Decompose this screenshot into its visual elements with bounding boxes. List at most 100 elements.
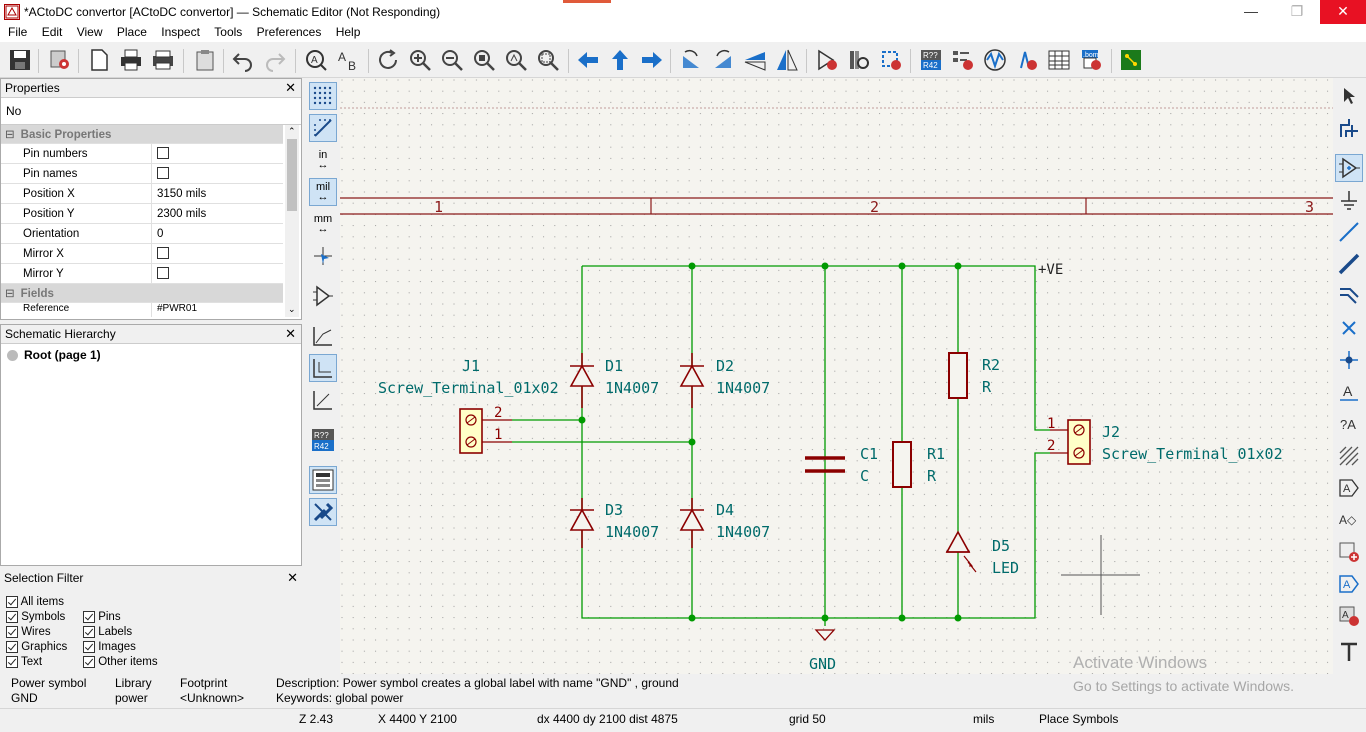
menu-preferences[interactable]: Preferences <box>256 25 322 39</box>
connector-j1[interactable] <box>459 408 512 454</box>
schematic-setup-icon[interactable] <box>46 46 74 74</box>
find-icon[interactable]: A <box>302 46 330 74</box>
erc-icon[interactable] <box>949 46 977 74</box>
footprint-editor-icon[interactable] <box>877 46 905 74</box>
zoom-objects-icon[interactable] <box>502 46 530 74</box>
group-basic-properties[interactable]: ⊟Basic Properties <box>1 125 283 144</box>
add-sheet-pin-icon[interactable]: A◇ <box>1335 506 1363 534</box>
mirror-vertical-icon[interactable] <box>741 46 769 74</box>
units-mils-icon[interactable]: mil↔ <box>309 178 337 206</box>
zoom-out-icon[interactable] <box>438 46 466 74</box>
filter-pins[interactable]: Pins <box>83 611 121 623</box>
menu-inspect[interactable]: Inspect <box>161 25 200 39</box>
capacitor-c1[interactable] <box>805 456 845 473</box>
fields-editor-icon[interactable] <box>1045 46 1073 74</box>
symbol-editor-icon[interactable] <box>813 46 841 74</box>
orientation-field[interactable]: 0 <box>151 223 283 244</box>
navigate-back-icon[interactable] <box>574 46 602 74</box>
diodes[interactable] <box>569 353 977 573</box>
gnd-symbol[interactable] <box>814 629 836 641</box>
position-x-field[interactable]: 3150 mils <box>151 183 283 204</box>
menu-tools[interactable]: Tools <box>214 25 243 39</box>
line-mode-45-icon[interactable] <box>309 386 337 414</box>
no-connect-icon[interactable] <box>1335 314 1363 342</box>
simulator-icon[interactable] <box>981 46 1009 74</box>
pin-names-checkbox[interactable] <box>157 167 169 180</box>
close-button[interactable]: ✕ <box>1320 0 1366 24</box>
navigate-up-icon[interactable] <box>606 46 634 74</box>
save-icon[interactable] <box>6 46 34 74</box>
add-hier-label-icon[interactable]: A <box>1335 474 1363 502</box>
filter-graphics[interactable]: Graphics <box>6 641 67 653</box>
mirror-x-checkbox[interactable] <box>157 247 169 260</box>
properties-panel-icon[interactable] <box>309 498 337 526</box>
add-bus-icon[interactable] <box>1335 250 1363 278</box>
close-icon[interactable]: ✕ <box>287 570 298 585</box>
annotate-icon[interactable]: R??R42 <box>917 46 945 74</box>
refresh-icon[interactable] <box>374 46 402 74</box>
rotate-ccw-icon[interactable] <box>677 46 705 74</box>
resistor-r2[interactable] <box>948 352 968 399</box>
add-junction-icon[interactable] <box>1335 346 1363 374</box>
navigate-forward-icon[interactable] <box>638 46 666 74</box>
grid-toggle-icon[interactable] <box>309 82 337 110</box>
cursor-crosshair-icon[interactable] <box>309 242 337 270</box>
paste-icon[interactable] <box>191 46 219 74</box>
filter-labels[interactable]: Labels <box>83 626 132 638</box>
plot-icon[interactable] <box>149 46 177 74</box>
add-text-icon[interactable] <box>1335 638 1363 666</box>
add-bus-entry-icon[interactable] <box>1335 282 1363 310</box>
connector-j2[interactable] <box>1050 419 1091 465</box>
units-inches-icon[interactable]: in↔ <box>317 149 329 171</box>
mirror-horizontal-icon[interactable] <box>773 46 801 74</box>
select-icon[interactable] <box>1335 82 1363 110</box>
undo-icon[interactable] <box>229 46 257 74</box>
filter-all-items[interactable]: All items <box>6 596 64 608</box>
schematic-canvas[interactable]: 1 2 3 <box>340 78 1333 674</box>
add-power-icon[interactable] <box>1335 186 1363 214</box>
zoom-selection-icon[interactable] <box>534 46 562 74</box>
add-netclass-icon[interactable]: ?A <box>1335 410 1363 438</box>
print-icon[interactable] <box>117 46 145 74</box>
filter-text[interactable]: Text <box>6 656 42 668</box>
filter-symbols[interactable]: Symbols <box>6 611 65 623</box>
menu-help[interactable]: Help <box>335 25 361 39</box>
grid-overrides-icon[interactable] <box>309 114 337 142</box>
reference-field[interactable]: #PWR01 <box>151 302 283 317</box>
line-mode-90-icon[interactable] <box>309 354 337 382</box>
bom-icon[interactable]: .bom <box>1077 46 1105 74</box>
pcb-editor-icon[interactable] <box>1117 46 1145 74</box>
units-mm-icon[interactable]: mm↔ <box>313 213 333 235</box>
annotate-icon[interactable]: R??R42 <box>309 426 337 454</box>
close-icon[interactable]: ✕ <box>285 326 296 341</box>
add-global-label-icon[interactable] <box>1335 442 1363 470</box>
add-label-icon[interactable]: A <box>1335 378 1363 406</box>
menu-place[interactable]: Place <box>116 25 147 39</box>
redo-icon[interactable] <box>261 46 289 74</box>
add-symbol-icon[interactable] <box>1335 154 1363 182</box>
close-icon[interactable]: ✕ <box>285 80 296 95</box>
zoom-in-icon[interactable] <box>406 46 434 74</box>
symbol-browser-icon[interactable] <box>845 46 873 74</box>
filter-images[interactable]: Images <box>83 641 136 653</box>
filter-other-items[interactable]: Other items <box>83 656 158 668</box>
page-settings-icon[interactable] <box>85 46 113 74</box>
mirror-y-checkbox[interactable] <box>157 267 169 280</box>
restore-button[interactable]: ❐ <box>1290 3 1304 19</box>
add-sheet-icon[interactable] <box>1335 538 1363 566</box>
import-sheet-pin-icon[interactable]: A <box>1335 570 1363 598</box>
menu-view[interactable]: View <box>76 25 103 39</box>
hierarchy-navigator-icon[interactable] <box>309 466 337 494</box>
position-y-field[interactable]: 2300 mils <box>151 203 283 224</box>
minimize-button[interactable]: — <box>1244 3 1258 19</box>
add-image-icon[interactable]: A <box>1335 602 1363 630</box>
hierarchy-root-item[interactable]: Root (page 1) <box>1 344 301 366</box>
net-label-ve[interactable]: +VE <box>1038 262 1063 278</box>
zoom-fit-icon[interactable] <box>470 46 498 74</box>
show-pins-icon[interactable] <box>309 282 337 310</box>
add-wire-icon[interactable] <box>1335 218 1363 246</box>
highlight-net-icon[interactable] <box>1335 114 1363 142</box>
pin-numbers-checkbox[interactable] <box>157 147 169 160</box>
menu-edit[interactable]: Edit <box>41 25 63 39</box>
